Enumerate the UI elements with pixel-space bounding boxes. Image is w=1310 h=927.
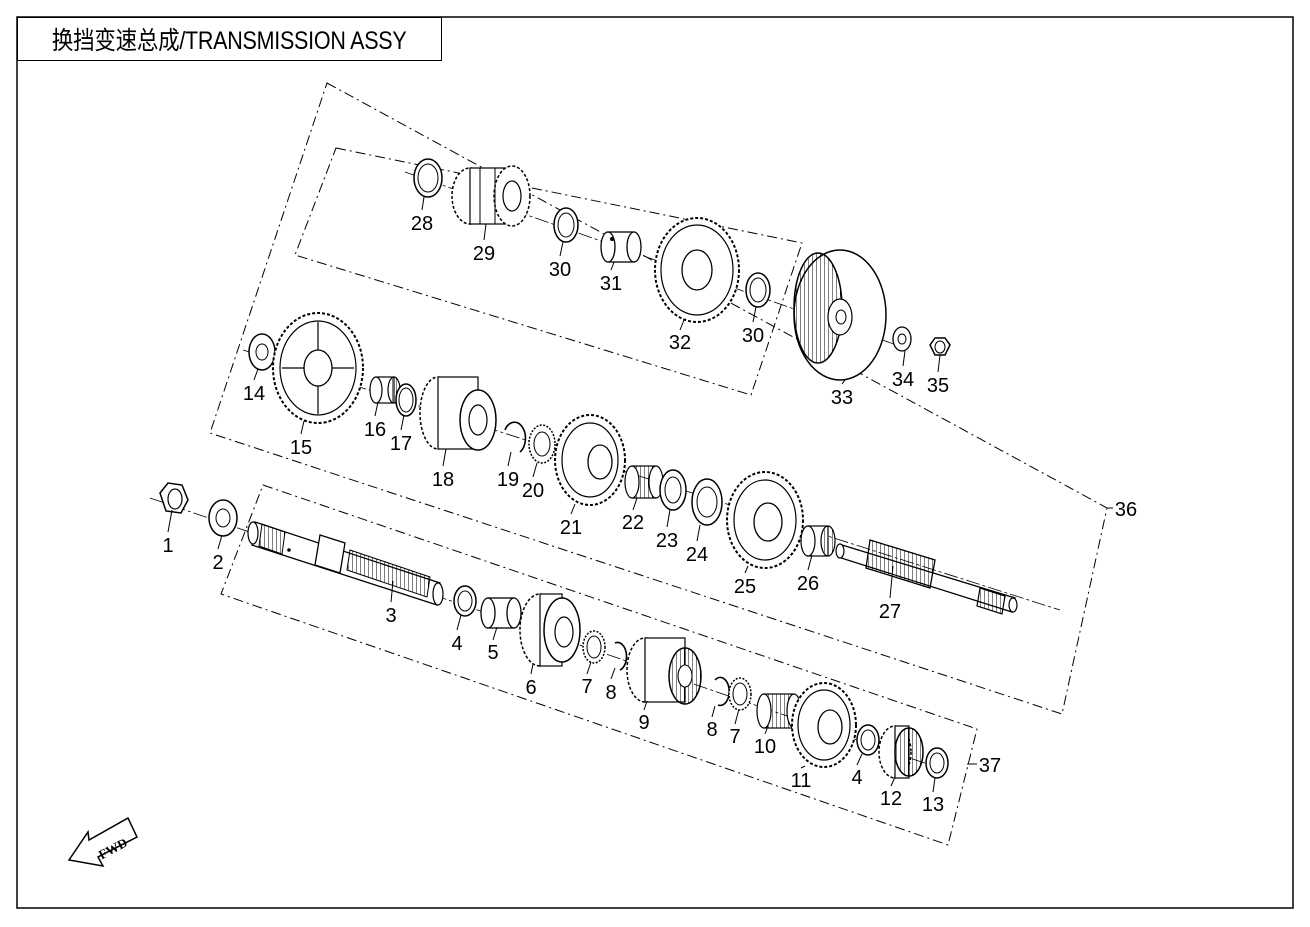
leader-lines <box>167 196 1113 793</box>
part-32-driven-gear <box>654 217 740 323</box>
part-4-washer-a <box>453 585 477 617</box>
part-26-bushing <box>800 525 836 557</box>
callout-5: 5 <box>487 642 498 664</box>
part-4-washer-b <box>856 724 880 756</box>
callout-14: 14 <box>243 383 265 405</box>
callout-27: 27 <box>879 601 901 623</box>
part-17-washer <box>395 383 417 417</box>
callout-31: 31 <box>600 273 622 295</box>
part-9-shift-gear <box>626 637 702 705</box>
part-24-lock-washer <box>691 478 723 526</box>
diagram-title: 换挡变速总成/TRANSMISSION ASSY <box>52 27 407 55</box>
part-29-shift-gear <box>451 165 531 227</box>
part-7-splined-washer-a <box>582 630 606 664</box>
part-27-output-shaft <box>835 539 1018 615</box>
callout-1: 1 <box>162 535 173 557</box>
callout-30a: 30 <box>549 259 571 281</box>
part-21-gear <box>554 414 626 506</box>
outer-border <box>16 16 1294 909</box>
callout-29: 29 <box>473 243 495 265</box>
part-22-needle-bearing <box>624 465 664 499</box>
callout-33: 33 <box>831 387 853 409</box>
part-20-splined-washer <box>528 424 556 464</box>
callout-30b: 30 <box>742 325 764 347</box>
callout-20: 20 <box>522 480 544 502</box>
assembly-boundary-upper <box>294 147 803 396</box>
callout-24: 24 <box>686 544 708 566</box>
part-35-nut <box>929 337 951 356</box>
callout-25: 25 <box>734 576 756 598</box>
callout-11: 11 <box>791 770 812 792</box>
callout-10: 10 <box>754 736 776 758</box>
part-18-shift-gear <box>419 376 497 451</box>
part-14-washer <box>248 333 276 371</box>
part-1-nut <box>159 482 189 514</box>
part-13-washer <box>925 747 949 779</box>
callout-15: 15 <box>290 437 312 459</box>
part-15-gear <box>272 312 364 424</box>
callout-18: 18 <box>432 469 454 491</box>
callout-28: 28 <box>411 213 433 235</box>
callout-7a: 7 <box>581 676 592 698</box>
callout-8b: 8 <box>706 719 717 741</box>
fwd-arrow-icon: FWD <box>67 816 138 868</box>
part-19-circlip <box>504 421 527 453</box>
part-30-washer-a <box>553 207 579 243</box>
callout-21: 21 <box>560 517 582 539</box>
part-5-bushing <box>480 597 522 629</box>
callout-7b: 7 <box>729 726 740 748</box>
callout-16: 16 <box>364 419 386 441</box>
part-7-splined-washer-b <box>728 677 752 711</box>
part-3-main-shaft <box>247 521 444 606</box>
part-33-pulley <box>793 249 887 381</box>
callout-4a: 4 <box>451 633 462 655</box>
part-16-bushing <box>369 376 401 404</box>
callout-12: 12 <box>880 788 902 810</box>
part-8-circlip-b <box>714 676 730 707</box>
callout-13: 13 <box>922 794 944 816</box>
part-25-gear <box>726 471 804 569</box>
callout-19: 19 <box>497 469 519 491</box>
part-8-circlip-a <box>614 641 628 671</box>
callout-34: 34 <box>892 369 914 391</box>
title-box: 换挡变速总成/TRANSMISSION ASSY <box>17 17 442 61</box>
part-31-bushing <box>600 231 642 263</box>
callout-6: 6 <box>525 677 536 699</box>
part-6-gear <box>519 593 581 667</box>
part-30-washer-b <box>745 272 771 308</box>
callout-37: 37 <box>979 755 1001 777</box>
callout-35: 35 <box>927 375 949 397</box>
callout-2: 2 <box>212 552 223 574</box>
part-34-washer <box>892 326 912 352</box>
part-28-washer <box>413 158 443 198</box>
callout-9: 9 <box>638 712 649 734</box>
callout-36: 36 <box>1115 499 1137 521</box>
assembly-boundary-37 <box>220 484 978 846</box>
part-23-lock-washer <box>659 469 687 511</box>
callout-4b: 4 <box>851 767 862 789</box>
callout-26: 26 <box>797 573 819 595</box>
callout-32: 32 <box>669 332 691 354</box>
part-12-gear <box>878 725 924 779</box>
callout-22: 22 <box>622 512 644 534</box>
callout-3: 3 <box>385 605 396 627</box>
callout-8a: 8 <box>605 682 616 704</box>
callout-23: 23 <box>656 530 678 552</box>
part-2-washer <box>208 499 238 537</box>
part-11-gear <box>791 682 857 768</box>
callout-17: 17 <box>390 433 412 455</box>
